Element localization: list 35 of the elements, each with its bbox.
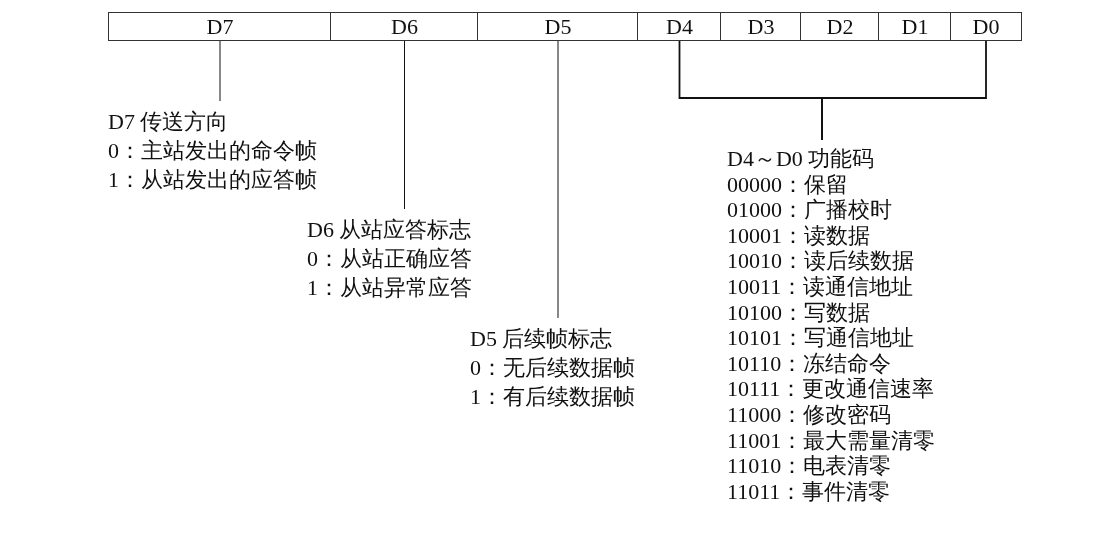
value-line: 11001：最大需量清零	[727, 427, 936, 454]
bit-cell: D1	[878, 12, 952, 41]
value-line: 10111：更改通信速率	[727, 376, 935, 402]
value-line: 11011：事件清零	[727, 478, 891, 505]
bit-cell: D5	[477, 12, 639, 41]
value-line: 0：无后续数据帧	[470, 354, 635, 382]
leader-line	[219, 40, 221, 102]
field-heading: D5 后续帧标志	[470, 325, 613, 353]
value-line: 10010：读后续数据	[727, 248, 914, 274]
value-line: 10110：冻结命令	[727, 350, 892, 377]
bit-cell: D4	[637, 12, 722, 41]
value-line: 01000：广播校时	[727, 197, 892, 223]
field-heading: D7 传送方向	[108, 108, 229, 136]
bit-cell: D6	[330, 12, 479, 41]
leader-line	[557, 40, 559, 319]
value-line: 10011：读通信地址	[727, 273, 914, 300]
field-heading: D6 从站应答标志	[307, 216, 472, 244]
value-line: 1：有后续数据帧	[470, 383, 635, 411]
value-line: 1：从站异常应答	[307, 274, 472, 302]
value-line: 11000：修改密码	[727, 401, 892, 428]
value-line: 10101：写通信地址	[727, 325, 914, 351]
leader-line	[821, 40, 987, 141]
value-line: 10001：读数据	[727, 222, 870, 249]
bit-cell: D0	[950, 12, 1022, 41]
value-line: 1：从站发出的应答帧	[108, 166, 317, 194]
value-line: 00000：保留	[727, 171, 848, 198]
bit-cell: D7	[108, 12, 332, 41]
value-line: 0：从站正确应答	[307, 245, 472, 273]
value-line: 10100：写数据	[727, 299, 870, 326]
leader-line	[404, 40, 405, 210]
bit-cell: D2	[800, 12, 880, 41]
value-line: 0：主站发出的命令帧	[108, 137, 317, 165]
field-heading: D4～D0 功能码	[727, 146, 875, 172]
bit-cell: D3	[720, 12, 802, 41]
value-line: 11010：电表清零	[727, 453, 892, 479]
